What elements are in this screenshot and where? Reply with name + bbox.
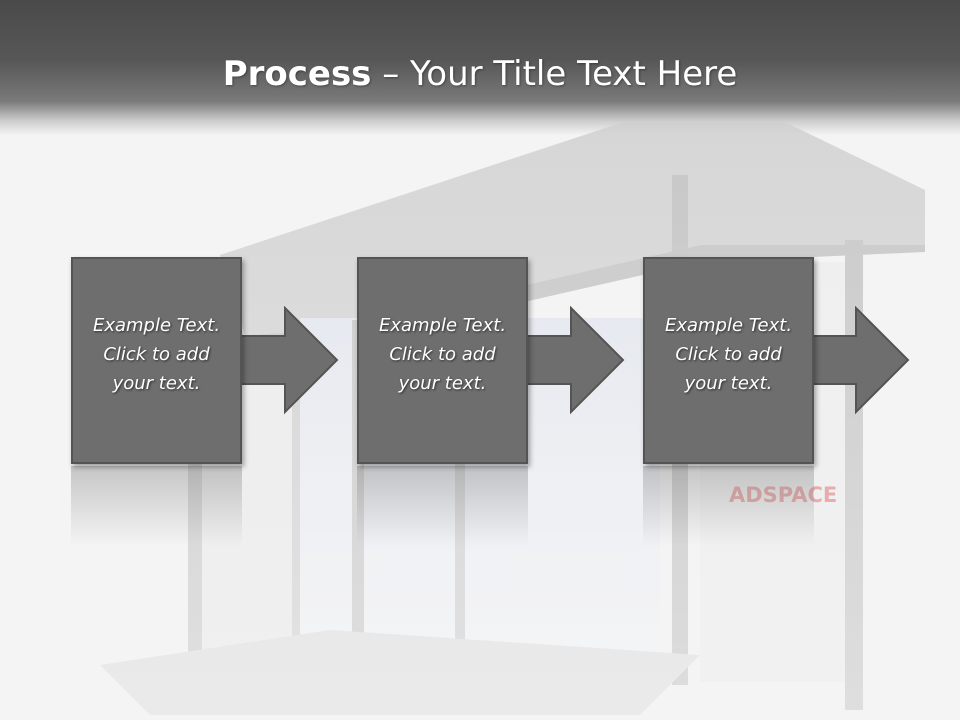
title-bold: Process: [222, 54, 372, 94]
step-1-text[interactable]: Example Text. Click to add your text.: [92, 315, 221, 394]
step-2-reflection: [357, 466, 528, 546]
step-1-reflection: [71, 466, 242, 546]
title-rest: – Your Title Text Here: [371, 54, 738, 94]
arrow-right-icon: [811, 306, 910, 415]
step-3-text[interactable]: Example Text. Click to add your text.: [664, 315, 793, 394]
process-step-1[interactable]: Example Text. Click to add your text.: [71, 257, 242, 464]
slide-title[interactable]: Process – Your Title Text Here: [0, 52, 960, 96]
process-step-2[interactable]: Example Text. Click to add your text.: [357, 257, 528, 464]
arrow-right-icon: [526, 306, 625, 415]
adspace-watermark: ADSPACE: [729, 483, 837, 507]
header-band: [0, 0, 960, 135]
process-step-3[interactable]: Example Text. Click to add your text.: [643, 257, 814, 464]
arrow-right-icon: [240, 306, 339, 415]
step-2-text[interactable]: Example Text. Click to add your text.: [378, 315, 507, 394]
step-3-reflection: [643, 466, 814, 546]
